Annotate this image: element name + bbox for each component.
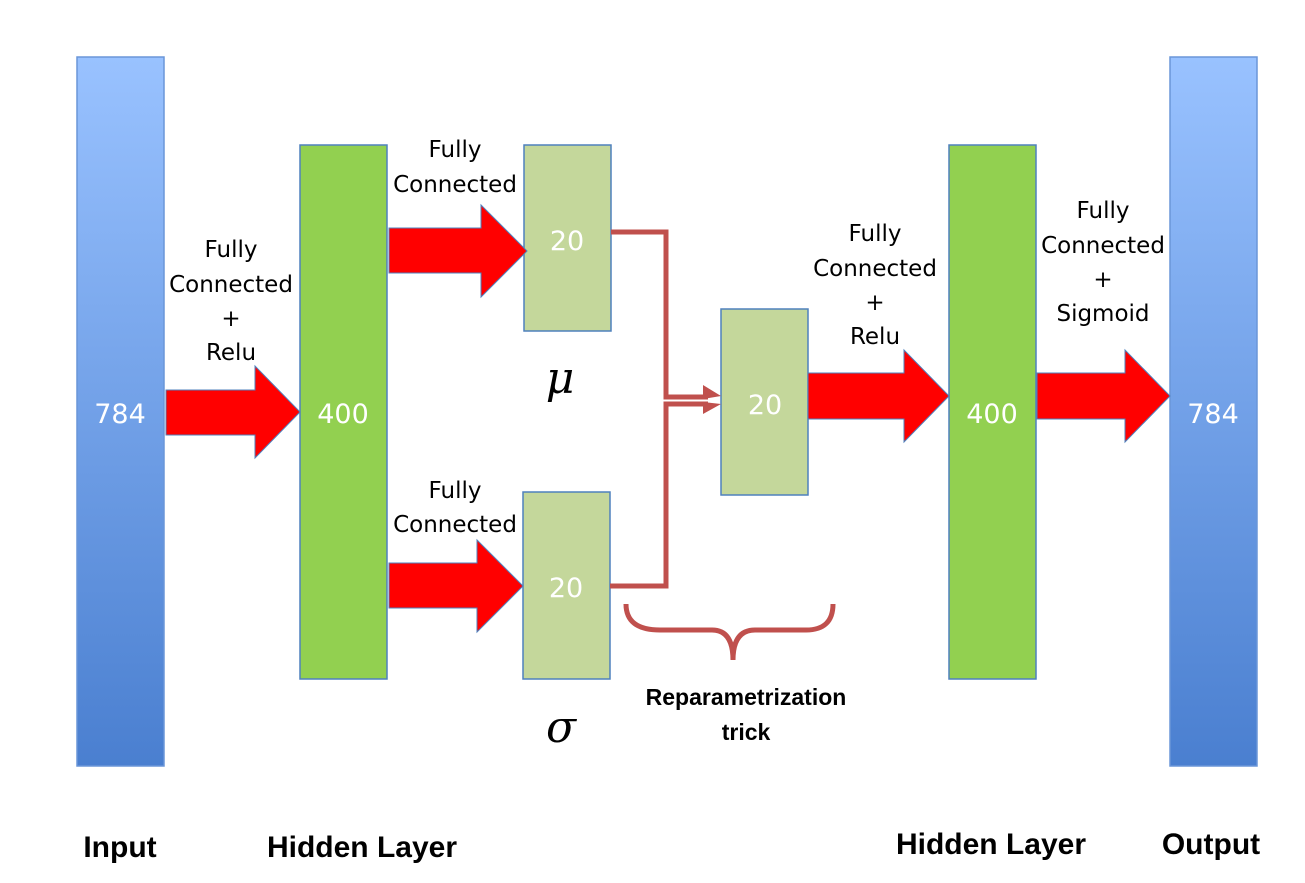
arrow-hidden1-sigma bbox=[388, 538, 524, 634]
svg-text:+: + bbox=[865, 290, 884, 316]
arrow-input-hidden1 bbox=[165, 364, 301, 460]
svg-text:Reparametrization: Reparametrization bbox=[646, 684, 847, 710]
svg-text:Connected: Connected bbox=[393, 512, 517, 538]
label-input-hidden1: Fully Connected + Relu bbox=[169, 237, 293, 366]
input-size: 784 bbox=[94, 399, 146, 430]
arrow-hidden1-mu bbox=[388, 203, 528, 299]
connector-arrowhead bbox=[703, 402, 721, 414]
input-layer bbox=[76, 56, 165, 767]
arrow-z-hidden2 bbox=[807, 348, 950, 444]
svg-text:Connected: Connected bbox=[813, 256, 937, 282]
svg-text:trick: trick bbox=[722, 719, 771, 745]
label-z-hidden2: Fully Connected + Relu bbox=[813, 221, 937, 350]
caption-hidden2: Hidden Layer bbox=[896, 828, 1086, 861]
hidden1-size: 400 bbox=[317, 399, 369, 430]
caption-output: Output bbox=[1162, 828, 1260, 861]
output-size: 784 bbox=[1187, 399, 1239, 430]
sigma-symbol: σ bbox=[546, 702, 578, 753]
reparam-label: Reparametrization trick bbox=[646, 684, 847, 745]
svg-text:Fully: Fully bbox=[1077, 198, 1130, 224]
svg-text:Fully: Fully bbox=[849, 221, 902, 247]
hidden2-size: 400 bbox=[966, 399, 1018, 430]
label-hidden2-output: Fully Connected + Sigmoid bbox=[1041, 198, 1165, 327]
label-hidden1-sigma: Fully Connected bbox=[393, 478, 517, 538]
caption-input: Input bbox=[83, 831, 156, 864]
svg-text:Fully: Fully bbox=[429, 478, 482, 504]
sigma-size: 20 bbox=[549, 573, 583, 604]
hidden-layer-1 bbox=[299, 144, 388, 680]
z-layer bbox=[720, 308, 809, 496]
svg-text:Connected: Connected bbox=[1041, 233, 1165, 259]
svg-text:Fully: Fully bbox=[429, 137, 482, 163]
svg-text:+: + bbox=[221, 306, 240, 332]
connector-mu-z bbox=[611, 229, 708, 400]
connector-arrowhead bbox=[703, 385, 721, 399]
svg-text:Connected: Connected bbox=[393, 172, 517, 198]
svg-text:+: + bbox=[1093, 267, 1112, 293]
hidden-layer-2 bbox=[948, 144, 1037, 680]
z-size: 20 bbox=[748, 390, 782, 421]
svg-text:Fully: Fully bbox=[205, 237, 258, 263]
svg-text:Relu: Relu bbox=[850, 324, 900, 350]
output-layer bbox=[1169, 56, 1258, 767]
reparam-brace bbox=[623, 603, 836, 661]
connector-sigma-z bbox=[610, 401, 708, 589]
mu-size: 20 bbox=[550, 226, 584, 257]
svg-text:Sigmoid: Sigmoid bbox=[1056, 301, 1149, 327]
svg-text:Connected: Connected bbox=[169, 272, 293, 298]
caption-hidden1: Hidden Layer bbox=[267, 831, 457, 864]
arrow-hidden2-output bbox=[1036, 348, 1171, 444]
label-hidden1-mu: Fully Connected bbox=[393, 137, 517, 198]
sigma-layer bbox=[522, 491, 611, 680]
mu-symbol: μ bbox=[546, 353, 575, 404]
mu-layer bbox=[523, 144, 612, 332]
svg-text:Relu: Relu bbox=[206, 340, 256, 366]
